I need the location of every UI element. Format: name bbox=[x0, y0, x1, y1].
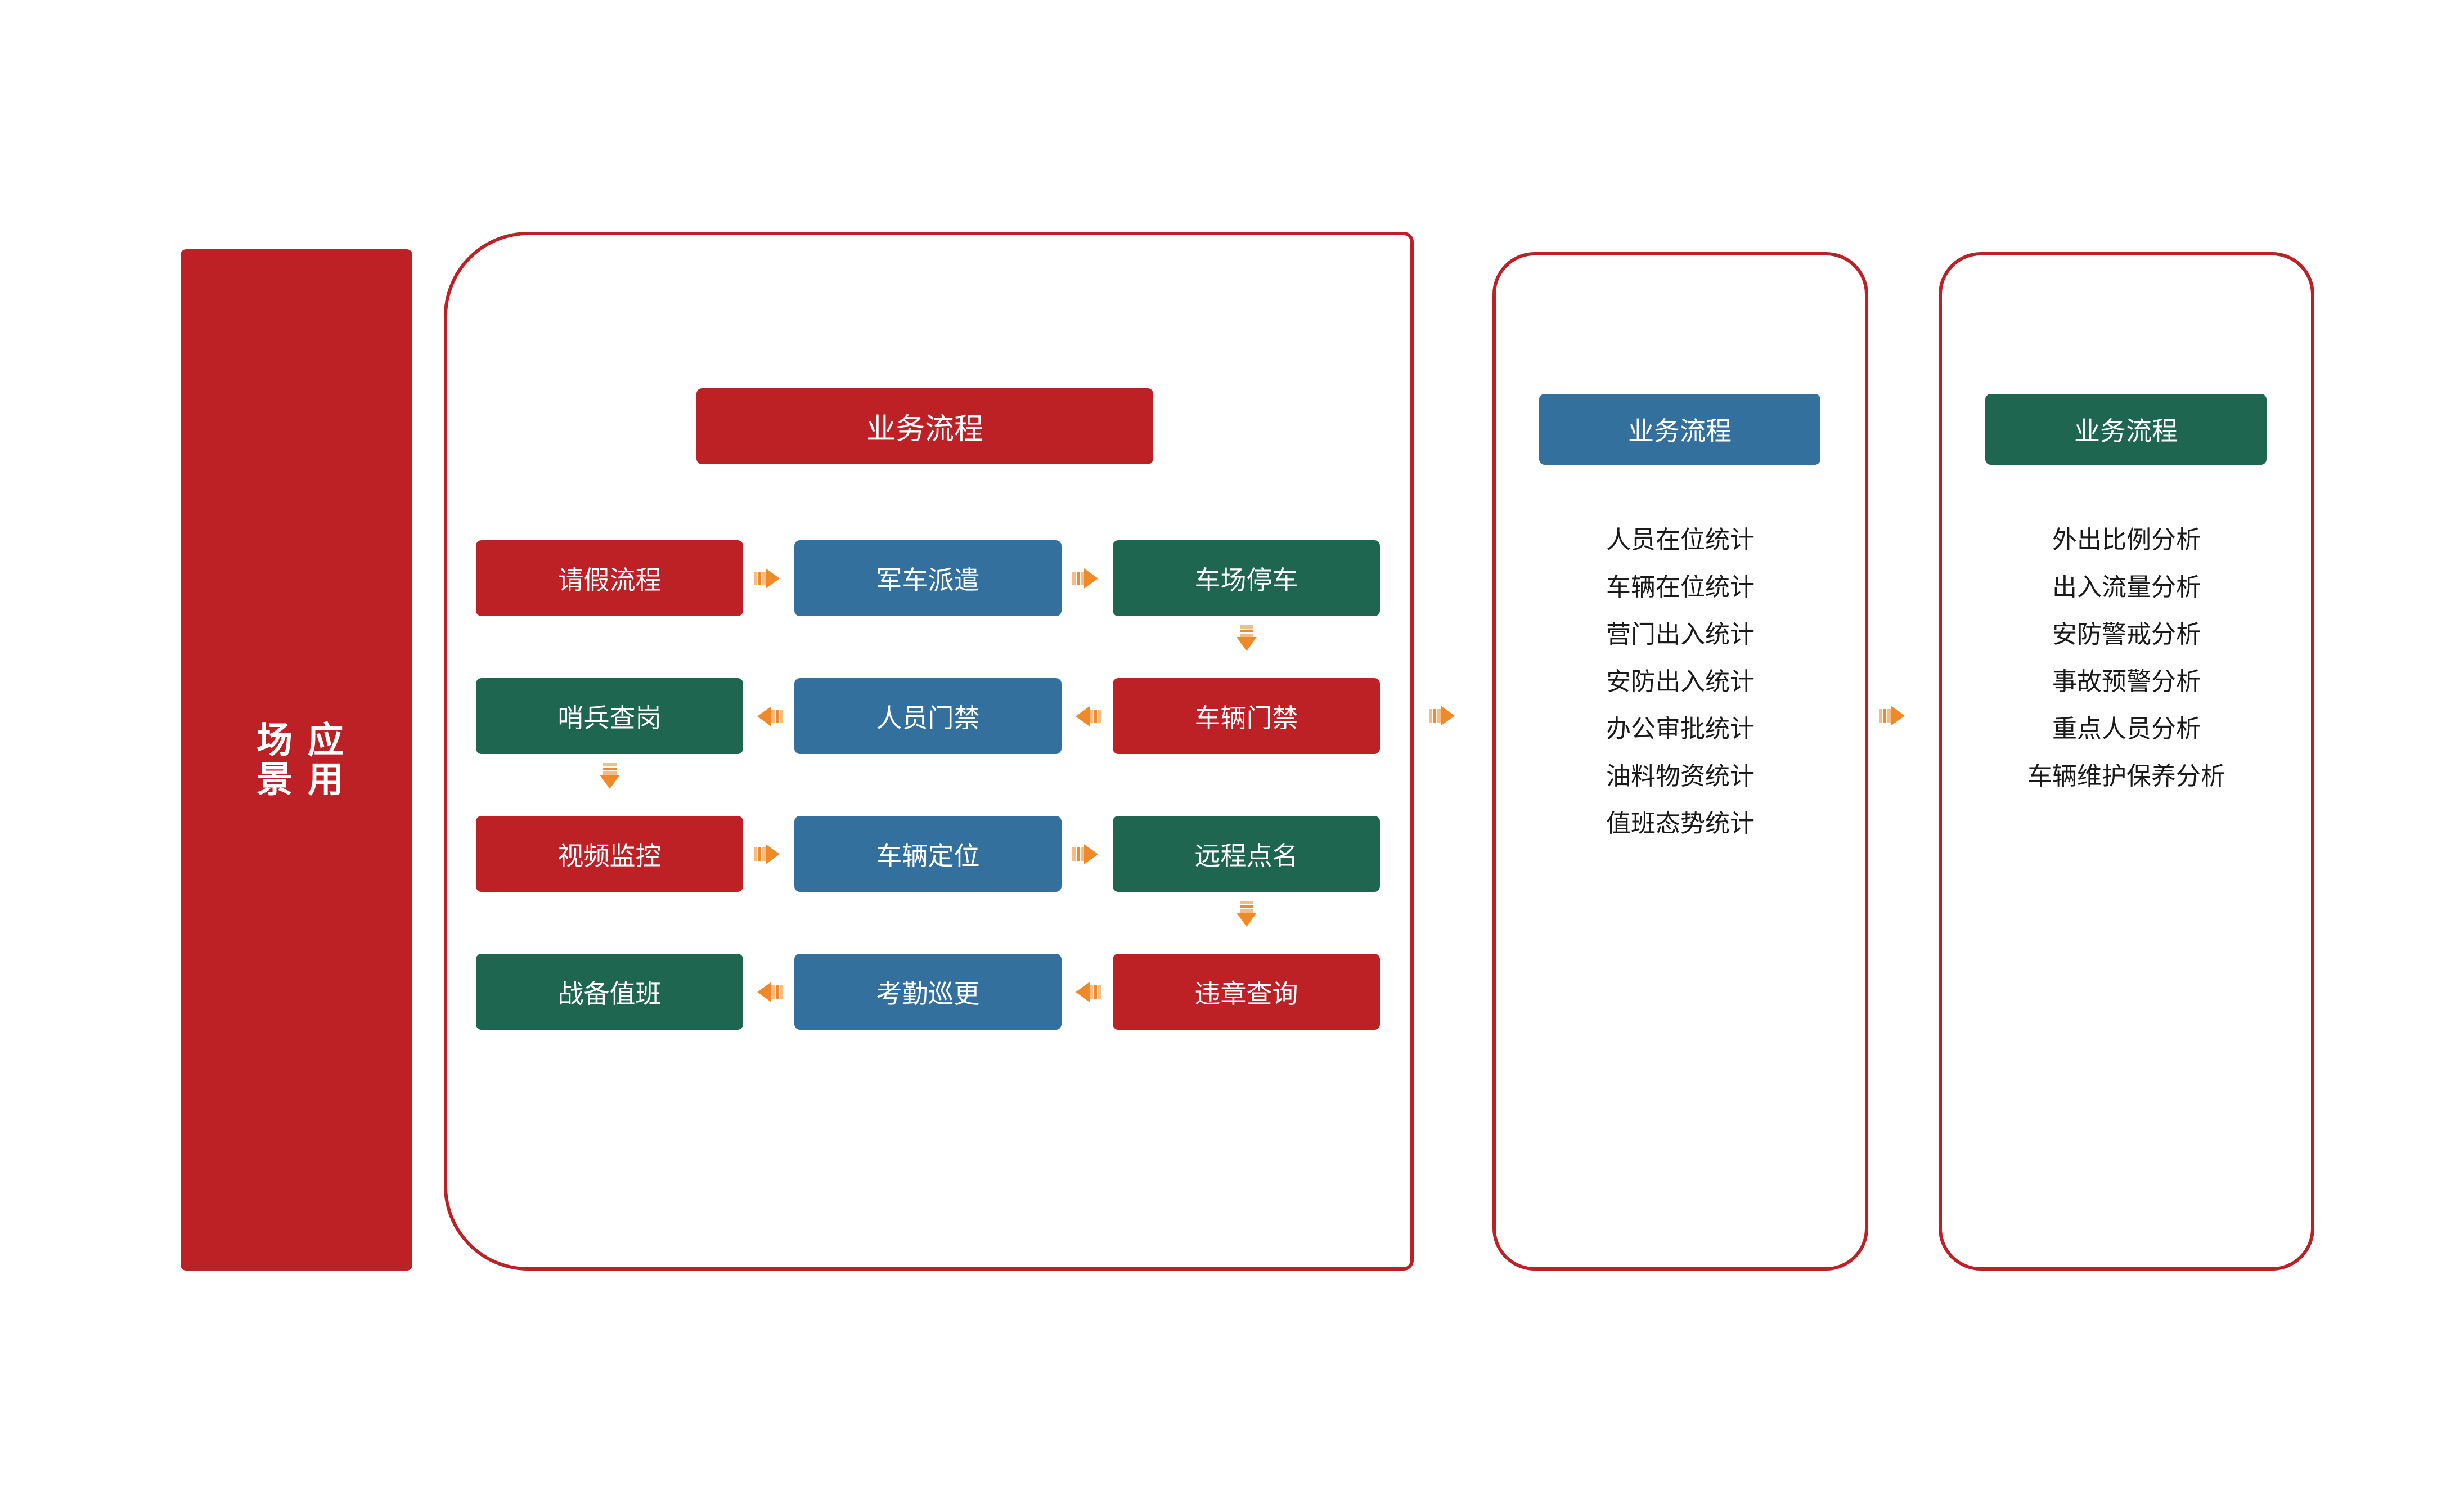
analysis-panel-title: 业务流程 bbox=[1985, 394, 2267, 465]
list-item[interactable]: 车辆维护保养分析 bbox=[2027, 762, 2225, 791]
arrow-left-icon bbox=[750, 974, 786, 1010]
arrow-left-icon bbox=[750, 698, 786, 734]
panel-connector-arrow-right-icon bbox=[1426, 698, 1462, 734]
arrow-right-icon bbox=[1069, 560, 1105, 596]
flow-box-personnel-access-control[interactable]: 人员门禁 bbox=[794, 678, 1062, 754]
flow-box-leave-process[interactable]: 请假流程 bbox=[476, 540, 743, 616]
flow-box-parking-lot-parking[interactable]: 车场停车 bbox=[1113, 540, 1380, 616]
analysis-list: 外出比例分析 出入流量分析 安防警戒分析 事故预警分析 重点人员分析 车辆维护保… bbox=[1939, 517, 2314, 800]
flow-box-military-vehicle-dispatch[interactable]: 军车派遣 bbox=[794, 540, 1062, 616]
arrow-down-icon bbox=[1229, 898, 1265, 934]
stats-list: 人员在位统计 车辆在位统计 营门出入统计 安防出入统计 办公审批统计 油料物资统… bbox=[1492, 517, 1868, 847]
flow-box-attendance-patrol[interactable]: 考勤巡更 bbox=[794, 954, 1062, 1030]
flow-box-violation-query[interactable]: 违章查询 bbox=[1113, 954, 1380, 1030]
flow-panel-title: 业务流程 bbox=[696, 388, 1153, 464]
list-item[interactable]: 重点人员分析 bbox=[2052, 715, 2201, 743]
application-scenario-banner: 应用 场景 bbox=[181, 249, 412, 1271]
arrow-down-icon bbox=[1229, 622, 1265, 658]
flow-box-vehicle-access-control[interactable]: 车辆门禁 bbox=[1113, 678, 1380, 754]
stats-panel-title: 业务流程 bbox=[1539, 394, 1820, 465]
list-item[interactable]: 车辆在位统计 bbox=[1606, 573, 1755, 602]
list-item[interactable]: 值班态势统计 bbox=[1606, 809, 1755, 838]
list-item[interactable]: 安防警戒分析 bbox=[2052, 620, 2201, 649]
list-item[interactable]: 外出比例分析 bbox=[2052, 526, 2201, 554]
panel-connector-arrow-right-icon bbox=[1876, 698, 1912, 734]
arrow-down-icon bbox=[592, 760, 628, 796]
flow-box-vehicle-positioning[interactable]: 车辆定位 bbox=[794, 816, 1062, 892]
arrow-right-icon bbox=[750, 560, 786, 596]
arrow-right-icon bbox=[750, 836, 786, 872]
flow-box-sentry-post-check[interactable]: 哨兵查岗 bbox=[476, 678, 743, 754]
flow-box-video-surveillance[interactable]: 视频监控 bbox=[476, 816, 743, 892]
flow-box-remote-roll-call[interactable]: 远程点名 bbox=[1113, 816, 1380, 892]
list-item[interactable]: 安防出入统计 bbox=[1606, 667, 1755, 696]
arrow-left-icon bbox=[1069, 698, 1105, 734]
arrow-right-icon bbox=[1069, 836, 1105, 872]
list-item[interactable]: 办公审批统计 bbox=[1606, 715, 1755, 743]
application-scenario-label: 应用 场景 bbox=[250, 720, 343, 800]
flow-box-combat-readiness-duty[interactable]: 战备值班 bbox=[476, 954, 743, 1030]
arrow-left-icon bbox=[1069, 974, 1105, 1010]
list-item[interactable]: 营门出入统计 bbox=[1606, 620, 1755, 649]
list-item[interactable]: 人员在位统计 bbox=[1606, 526, 1755, 554]
list-item[interactable]: 事故预警分析 bbox=[2052, 667, 2201, 696]
list-item[interactable]: 出入流量分析 bbox=[2052, 573, 2201, 602]
list-item[interactable]: 油料物资统计 bbox=[1606, 762, 1755, 791]
